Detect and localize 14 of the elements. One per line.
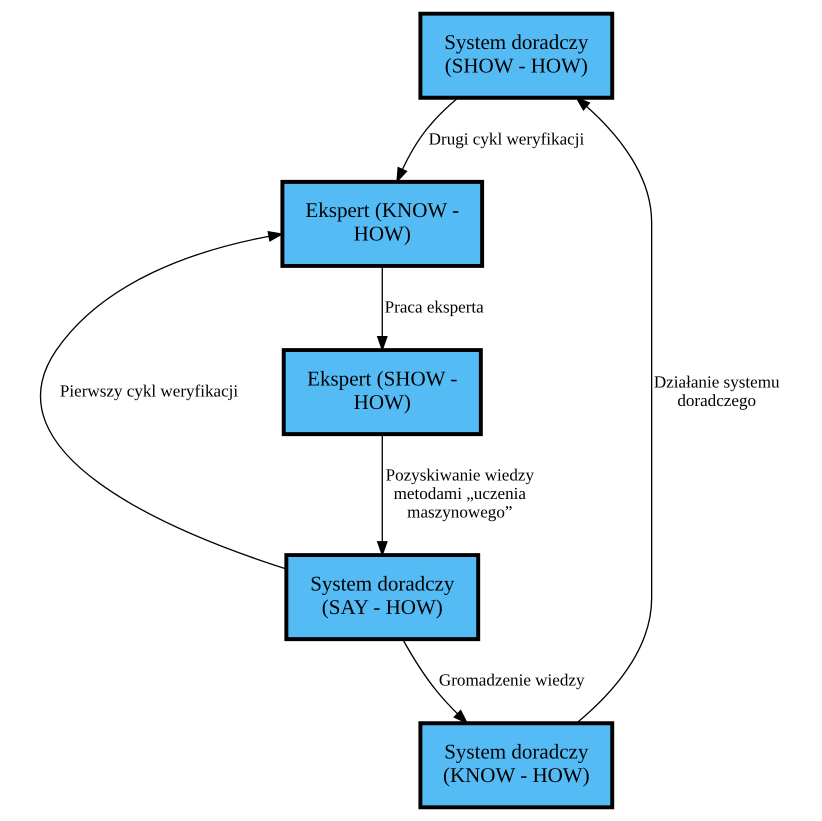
edge-label: Gromadzenie wiedzy <box>438 670 584 690</box>
arrow <box>574 96 652 724</box>
arrow <box>402 639 468 724</box>
edge-label: Praca eksperta <box>384 297 484 316</box>
edge-label: Pierwszy cykl weryfikacji <box>60 382 238 401</box>
edge-label: Pozyskiwanie wiedzy metodami „uczenia maszynowego” <box>386 466 534 522</box>
node-box: Ekspert (SHOW - HOW) <box>282 348 483 436</box>
node-box: Ekspert (KNOW - HOW) <box>280 180 484 268</box>
edge-label: Działanie systemu doradczego <box>654 372 780 410</box>
node-box: System doradczy (SHOW - HOW) <box>418 12 614 100</box>
edge-label: Drugi cykl weryfikacji <box>428 129 584 148</box>
node-box: System doradczy (KNOW - HOW) <box>418 721 614 810</box>
node-box: System doradczy (SAY - HOW) <box>284 553 480 642</box>
arrow <box>40 231 286 570</box>
